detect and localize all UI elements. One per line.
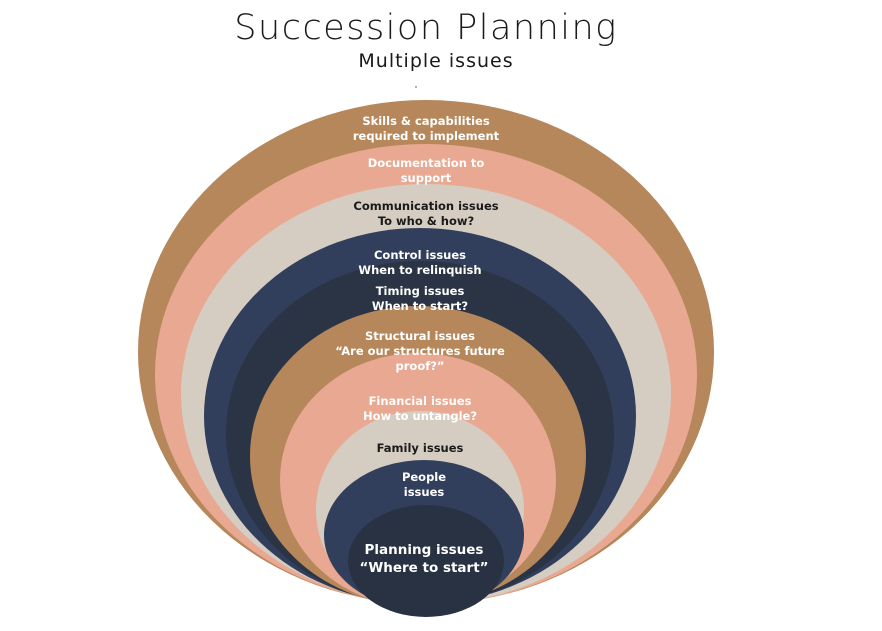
label-timing-line-1: Timing issues: [376, 284, 465, 298]
label-family-line-1: Family issues: [377, 441, 464, 455]
label-people-line-1: People: [402, 470, 446, 484]
label-financial-line-1: Financial issues: [369, 394, 472, 408]
label-structural-line-2: “Are our structures future: [335, 344, 505, 358]
label-timing-line-2: When to start?: [372, 299, 468, 313]
label-structural-line-1: Structural issues: [365, 329, 475, 343]
label-skills-line-1: Skills & capabilities: [362, 114, 490, 128]
label-documentation-line-2: support: [401, 171, 452, 185]
label-family: Family issues: [377, 441, 464, 455]
label-communication-line-2: To who & how?: [378, 214, 474, 228]
page-title: Succession Planning: [234, 8, 618, 48]
label-structural-line-3: proof?”: [396, 359, 445, 373]
label-skills-line-2: required to implement: [353, 129, 500, 143]
label-control-line-1: Control issues: [374, 248, 466, 262]
page-subtitle: Multiple issues: [358, 50, 514, 72]
label-documentation-line-1: Documentation to: [368, 156, 485, 170]
label-control-line-2: When to relinquish: [358, 263, 481, 277]
label-financial-line-2: How to untangle?: [363, 409, 477, 423]
label-structural: Structural issues“Are our structures fut…: [335, 329, 505, 373]
label-planning-line-2: “Where to start”: [359, 560, 488, 576]
label-planning: Planning issues “Where to start”: [359, 542, 488, 576]
label-communication-line-1: Communication issues: [353, 199, 498, 213]
label-people-line-2: issues: [404, 485, 445, 499]
ring-planning: [348, 505, 504, 617]
label-planning-line-1: Planning issues: [365, 542, 484, 558]
decorative-dot: [415, 86, 417, 88]
